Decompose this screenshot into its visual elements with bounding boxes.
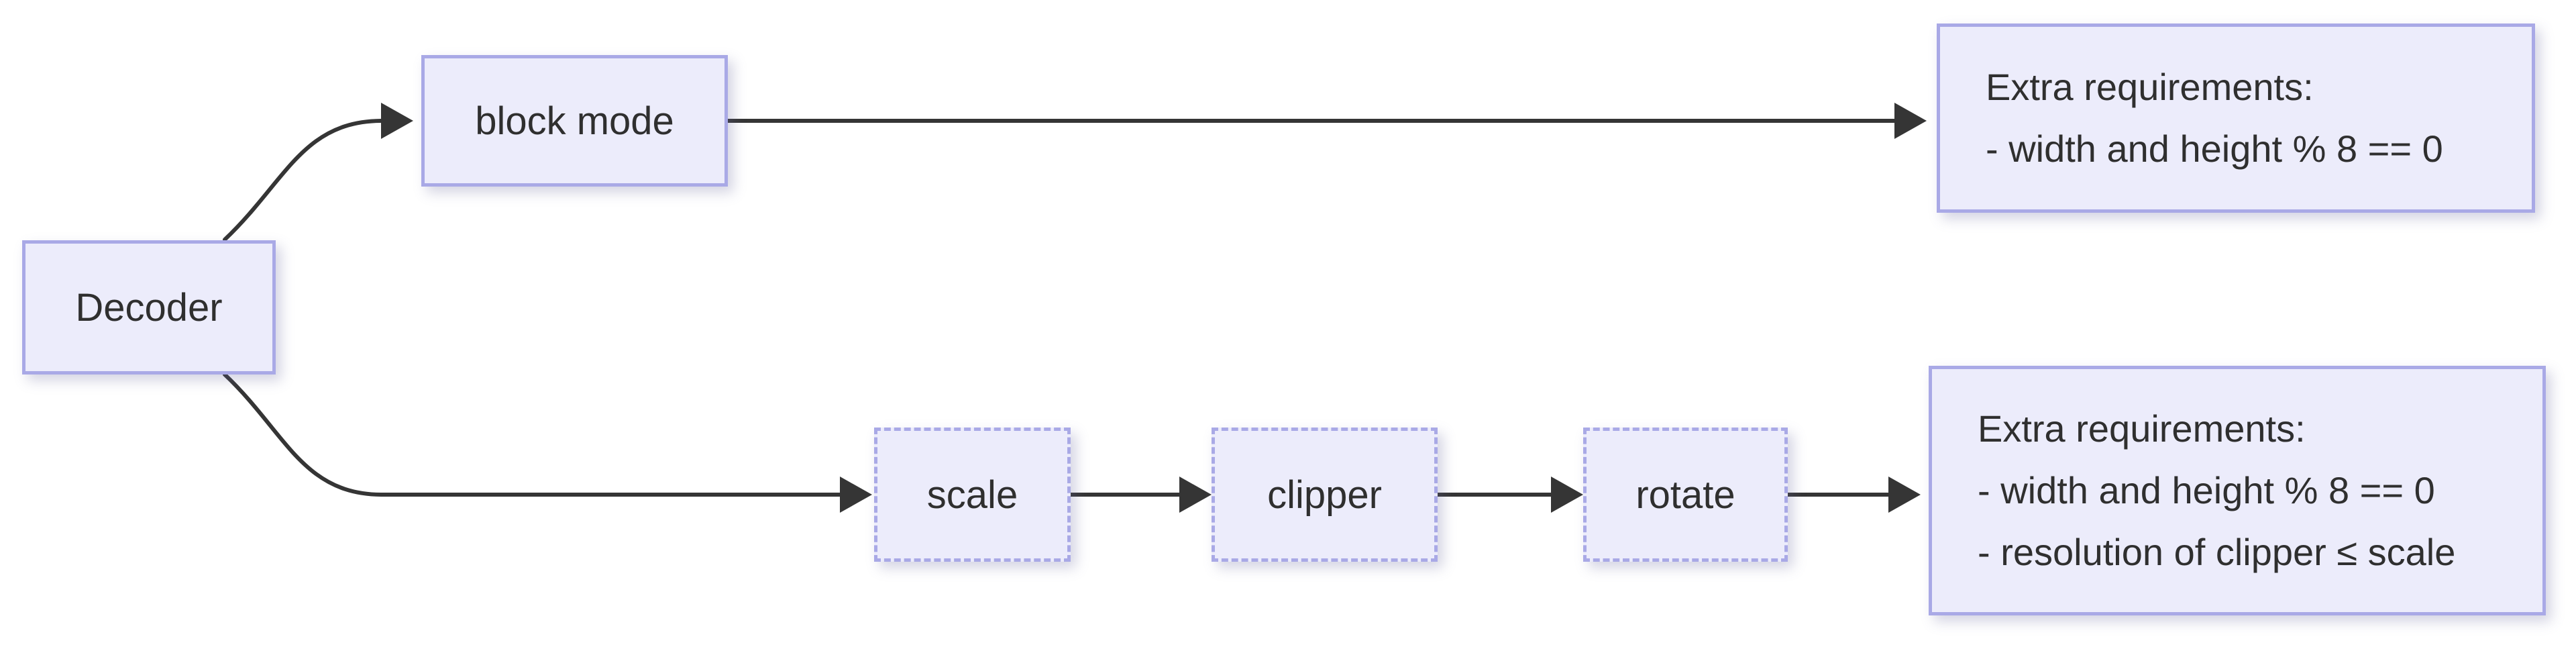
edge-block-mode-to-req-block-arrowhead: [1894, 103, 1927, 139]
edge-decoder-to-scale-arrowhead: [840, 477, 872, 513]
edge-scale-to-clipper-arrowhead: [1179, 477, 1212, 513]
edge-decoder-to-scale: [223, 372, 842, 497]
node-req-filters: Extra requirements: - width and height %…: [1929, 366, 2546, 615]
edge-clipper-to-rotate-arrowhead: [1551, 477, 1583, 513]
node-clipper: clipper: [1212, 428, 1438, 562]
node-rotate-label: rotate: [1635, 472, 1735, 517]
req-block-line-1: Extra requirements:: [1986, 66, 2314, 108]
req-block-line-2: - width and height % 8 == 0: [1986, 128, 2443, 170]
edge-decoder-to-block-mode-arrowhead: [381, 103, 413, 139]
req-filters-line-3: - resolution of clipper ≤ scale: [1978, 531, 2456, 573]
node-req-block: Extra requirements: - width and height %…: [1937, 23, 2535, 213]
edge-decoder-to-block-mode: [223, 119, 383, 242]
node-scale: scale: [874, 428, 1071, 562]
node-rotate: rotate: [1583, 428, 1788, 562]
node-decoder: Decoder: [22, 240, 276, 375]
node-block-mode-label: block mode: [475, 99, 674, 143]
node-scale-label: scale: [926, 472, 1018, 517]
node-decoder-label: Decoder: [75, 285, 223, 330]
req-filters-line-1: Extra requirements:: [1978, 407, 2306, 450]
node-clipper-label: clipper: [1267, 472, 1382, 517]
req-filters-line-2: - width and height % 8 == 0: [1978, 469, 2435, 511]
edge-rotate-to-req-filters-arrowhead: [1888, 477, 1921, 513]
node-block-mode: block mode: [421, 55, 728, 187]
